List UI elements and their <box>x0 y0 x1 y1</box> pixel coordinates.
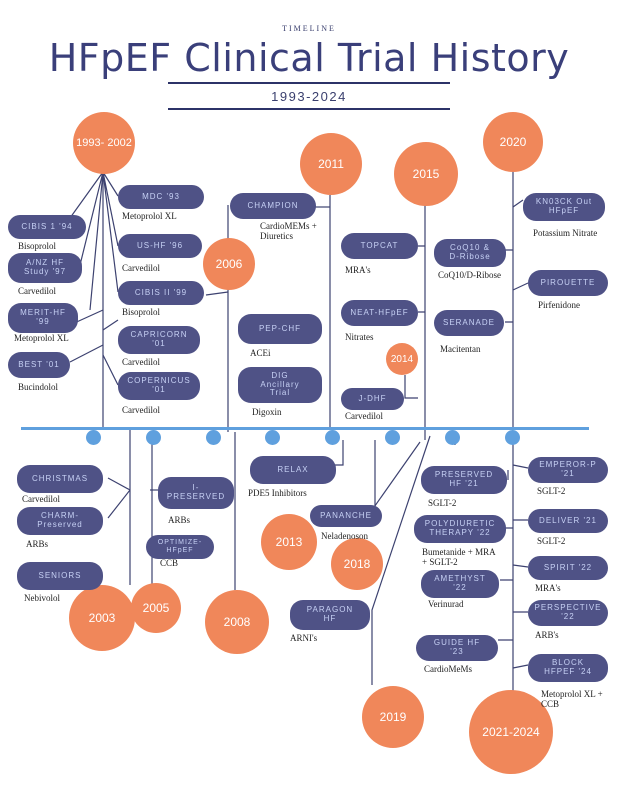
trial-capricorn: CAPRICORN '01 <box>118 326 200 354</box>
axis-dot <box>325 430 340 445</box>
trial-dig-ancillary: DIG Ancillary Trial <box>238 367 322 403</box>
drug-label: ACEi <box>250 348 271 358</box>
drug-label: MRA's <box>535 583 561 593</box>
trial-topcat: TOPCAT <box>341 233 418 259</box>
drug-label: Bisoprolol <box>122 307 161 317</box>
trial-mdc: MDC '93 <box>118 185 204 209</box>
trial-perspective: PERSPECTIVE '22 <box>528 600 608 626</box>
trial-christmas: CHRISTMAS <box>17 465 103 493</box>
timeline-kicker: TIMELINE <box>282 24 336 33</box>
drug-label: Metoprolol XL <box>122 211 177 221</box>
title-rule-top <box>168 82 450 84</box>
axis-dot <box>86 430 101 445</box>
trial-relax: RELAX <box>250 456 336 484</box>
year-circle-1993-2002: 1993- 2002 <box>73 112 135 174</box>
drug-label: Carvedilol <box>345 411 383 421</box>
year-circle-2008: 2008 <box>205 590 269 654</box>
drug-label: ARBs <box>168 515 191 525</box>
drug-label: Bucindolol <box>18 382 58 392</box>
trial-pep-chf: PEP-CHF <box>238 314 322 344</box>
drug-label: ARB's <box>535 630 559 640</box>
trial-spirit: SPIRIT '22 <box>528 556 608 580</box>
drug-label: Bumetanide + MRA + SGLT-2 <box>422 547 496 568</box>
trial-pananche: PANANCHE <box>310 505 382 527</box>
drug-label: Verinurad <box>428 599 464 609</box>
drug-label: Nitrates <box>345 332 374 342</box>
year-circle-2020: 2020 <box>483 112 543 172</box>
trial-preserved-hf: PRESERVED HF '21 <box>421 466 507 494</box>
trial-emperor-p: EMPEROR-P '21 <box>528 457 608 483</box>
drug-label: Pirfenidone <box>538 300 580 310</box>
timeline-axis <box>21 427 589 430</box>
year-range: 1993-2024 <box>271 89 347 104</box>
trial-j-dhf: J-DHF <box>341 388 404 410</box>
trial-cibis-2: CIBIS II '99 <box>118 281 204 305</box>
axis-dot <box>265 430 280 445</box>
trial-polydiuretic-therapy: POLYDIURETIC THERAPY '22 <box>414 515 506 543</box>
trial-amethyst: AMETHYST '22 <box>421 570 499 598</box>
drug-label: SGLT-2 <box>537 486 566 496</box>
year-circle-2003: 2003 <box>69 585 135 651</box>
drug-label: CoQ10/D-Ribose <box>438 270 501 280</box>
trial-deliver: DELIVER '21 <box>528 509 608 533</box>
trial-cibis-1: CIBIS 1 '94 <box>8 215 86 239</box>
year-circle-2014: 2014 <box>386 343 418 375</box>
axis-dot <box>146 430 161 445</box>
axis-dot <box>385 430 400 445</box>
drug-label: ARNI's <box>290 633 318 643</box>
drug-label: Nebivolol <box>24 593 60 603</box>
trial-us-hf: US-HF '96 <box>118 234 202 258</box>
trial-i-preserved: I- PRESERVED <box>158 477 234 509</box>
page-title: HFpEF Clinical Trial History <box>48 36 570 80</box>
trial-seranade: SERANADE <box>434 310 504 336</box>
drug-label: SGLT-2 <box>537 536 566 546</box>
axis-dot <box>206 430 221 445</box>
drug-label: Neladenoson <box>321 531 368 541</box>
trial-pirouette: PIROUETTE <box>528 270 608 296</box>
drug-label: Carvedilol <box>22 494 60 504</box>
year-circle-2011: 2011 <box>300 133 362 195</box>
drug-label: MRA's <box>345 265 371 275</box>
year-circle-2018: 2018 <box>331 538 383 590</box>
year-circle-2006: 2006 <box>203 238 255 290</box>
drug-label: Carvedilol <box>122 263 160 273</box>
drug-label: Macitentan <box>440 344 481 354</box>
drug-label: SGLT-2 <box>428 498 457 508</box>
axis-dot <box>445 430 460 445</box>
drug-label: Digoxin <box>252 407 282 417</box>
drug-label: Carvedilol <box>122 405 160 415</box>
trial-neat-hfpef: NEAT-HFpEF <box>341 300 418 326</box>
trial-best: BEST '01 <box>8 352 70 378</box>
trial-anz-hf: A/NZ HF Study '97 <box>8 253 82 283</box>
drug-label: CardioMeMs <box>424 664 472 674</box>
trial-coq10-d-ribose: CoQ10 & D-Ribose <box>434 239 506 267</box>
trial-block-hfpef: BLOCK HFPEF '24 <box>528 654 608 682</box>
drug-label: Potassium Nitrate <box>533 228 598 238</box>
year-circle-2013: 2013 <box>261 514 317 570</box>
drug-label: CardioMEMs + Diuretics <box>260 221 317 242</box>
year-circle-2015: 2015 <box>394 142 458 206</box>
trial-seniors: SENIORS <box>17 562 103 590</box>
trial-merit-hf: MERIT-HF '99 <box>8 303 78 333</box>
year-circle-2019: 2019 <box>362 686 424 748</box>
drug-label: PDE5 Inhibitors <box>248 488 307 498</box>
trial-optimize-hfpef: OPTIMIZE- HFpEF <box>146 535 214 559</box>
drug-label: Metoprolol XL <box>14 333 69 343</box>
drug-label: Carvedilol <box>122 357 160 367</box>
trial-charm-preserved: CHARM- Preserved <box>17 507 103 535</box>
trial-champion: CHAMPION <box>230 193 316 219</box>
trial-copernicus: COPERNICUS '01 <box>118 372 200 400</box>
drug-label: Metoprolol XL + CCB <box>541 689 603 710</box>
year-circle-2021-2024: 2021-2024 <box>469 690 553 774</box>
drug-label: CCB <box>160 558 179 568</box>
axis-dot <box>505 430 520 445</box>
title-rule-bottom <box>168 108 450 110</box>
trial-knock-out-hfpef: KN03CK Out HFpEF <box>523 193 605 221</box>
year-circle-2005: 2005 <box>131 583 181 633</box>
drug-label: Bisoprolol <box>18 241 57 251</box>
drug-label: Carvedilol <box>18 286 56 296</box>
trial-paragon-hf: PARAGON HF <box>290 600 370 630</box>
drug-label: ARBs <box>26 539 49 549</box>
trial-guide-hf: GUIDE HF '23 <box>416 635 498 661</box>
